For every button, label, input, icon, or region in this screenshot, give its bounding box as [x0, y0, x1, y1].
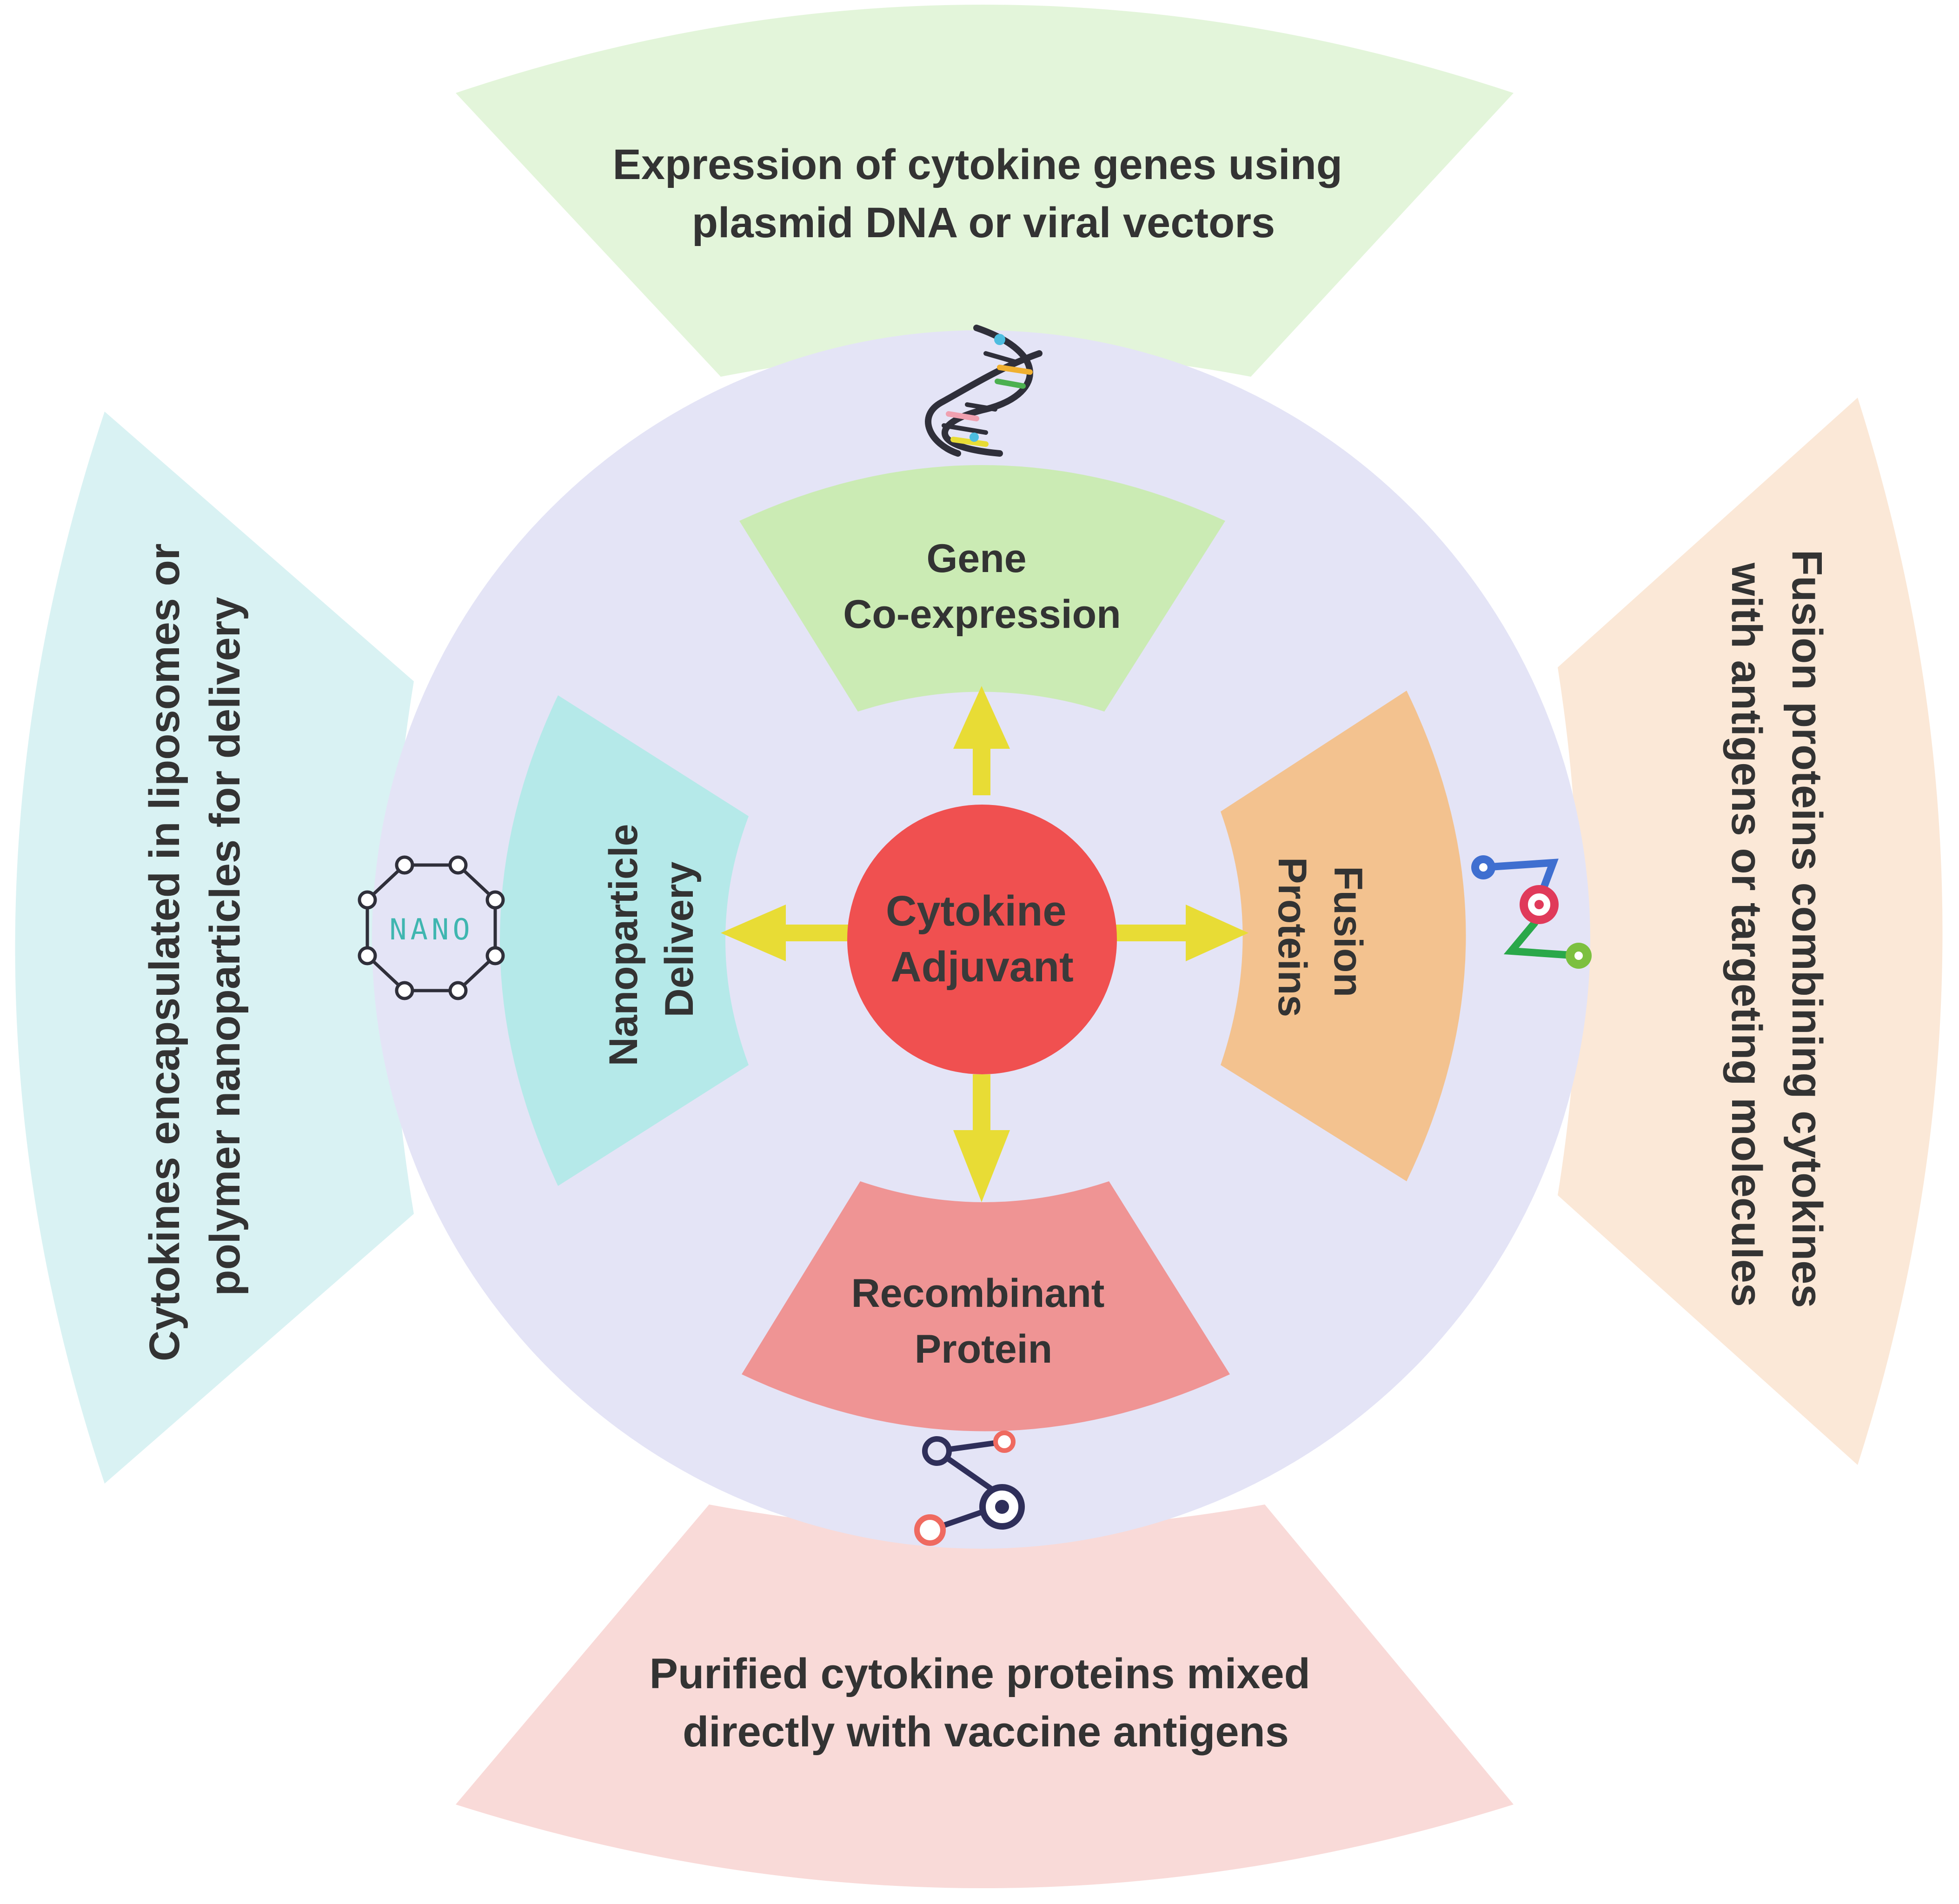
arrow-right-head — [1186, 905, 1248, 961]
gene-coexpression-label: Gene Co-expression — [843, 536, 1121, 637]
fusion-proteins-description-line-1: Fusion proteins combining cytokines — [1783, 550, 1831, 1308]
arrow-right-shaft — [1114, 925, 1197, 941]
protein-molecule-icon — [914, 1431, 1025, 1546]
sector-gene-coexpression — [739, 465, 1225, 712]
nanoparticle-icon: NANO — [358, 855, 505, 1000]
nanoparticle-delivery-description: Cytokines encapsulated in liposomes or p… — [141, 532, 249, 1361]
nanoparticle-delivery-label: Nanoparticle Delivery — [601, 813, 702, 1066]
gene-coexpression-description: Expression of cytokine genes using plasm… — [612, 141, 1354, 246]
sector-nanoparticle-delivery — [500, 695, 749, 1186]
sector-fusion-proteins — [1221, 691, 1466, 1181]
recombinant-protein-description-line-1: Purified cytokine proteins mixed — [650, 1650, 1310, 1698]
center-label-line-1: Cytokine — [886, 887, 1067, 935]
arrow-up-head — [953, 686, 1010, 749]
recombinant-protein-label: Recombinant Protein — [851, 1271, 1116, 1371]
fusion-proteins-label-line-1: Fusion — [1326, 866, 1370, 997]
outer-band-left — [15, 412, 414, 1484]
outer-band-top — [456, 5, 1514, 377]
linked-molecule-icon — [1471, 855, 1592, 969]
recombinant-protein-description: Purified cytokine proteins mixed directl… — [650, 1650, 1322, 1756]
recombinant-protein-label-line-1: Recombinant — [851, 1271, 1105, 1316]
center-label-line-2: Adjuvant — [890, 943, 1074, 991]
recombinant-protein-label-line-2: Protein — [915, 1327, 1052, 1371]
nanoparticle-delivery-label-line-2: Delivery — [657, 861, 702, 1017]
nanoparticle-icon-text: NANO — [389, 912, 473, 946]
arrows — [721, 686, 1248, 1202]
fusion-proteins-description-line-2: with antigens or targeting molecules — [1723, 562, 1770, 1307]
fusion-proteins-label-line-2: Proteins — [1270, 857, 1315, 1017]
center-label: Cytokine Adjuvant — [886, 887, 1078, 991]
gene-coexpression-description-line-2: plasmid DNA or viral vectors — [692, 199, 1275, 246]
arrow-down-shaft — [973, 1074, 990, 1135]
nanoparticle-delivery-description-line-1: Cytokines encapsulated in liposomes or — [141, 543, 188, 1361]
dna-helix-icon — [925, 325, 1043, 457]
outer-band-right — [1558, 398, 1943, 1465]
recombinant-protein-description-line-2: directly with vaccine antigens — [683, 1708, 1289, 1756]
gene-coexpression-description-line-1: Expression of cytokine genes using — [612, 141, 1342, 188]
fusion-proteins-label: Fusion Proteins — [1270, 857, 1370, 1017]
arrow-down-head — [953, 1130, 1010, 1202]
nanoparticle-delivery-description-line-2: polymer nanoparticles for delivery — [201, 597, 249, 1296]
gene-coexpression-label-line-1: Gene — [927, 536, 1027, 581]
center-circle — [847, 805, 1117, 1074]
fusion-proteins-description: Fusion proteins combining cytokines with… — [1723, 550, 1831, 1320]
arrow-left-head — [721, 905, 786, 961]
sector-recombinant-protein — [742, 1181, 1230, 1431]
nanoparticle-delivery-label-line-1: Nanoparticle — [601, 824, 646, 1066]
gene-coexpression-label-line-2: Co-expression — [843, 592, 1121, 637]
outer-band-bottom — [456, 1505, 1514, 1888]
